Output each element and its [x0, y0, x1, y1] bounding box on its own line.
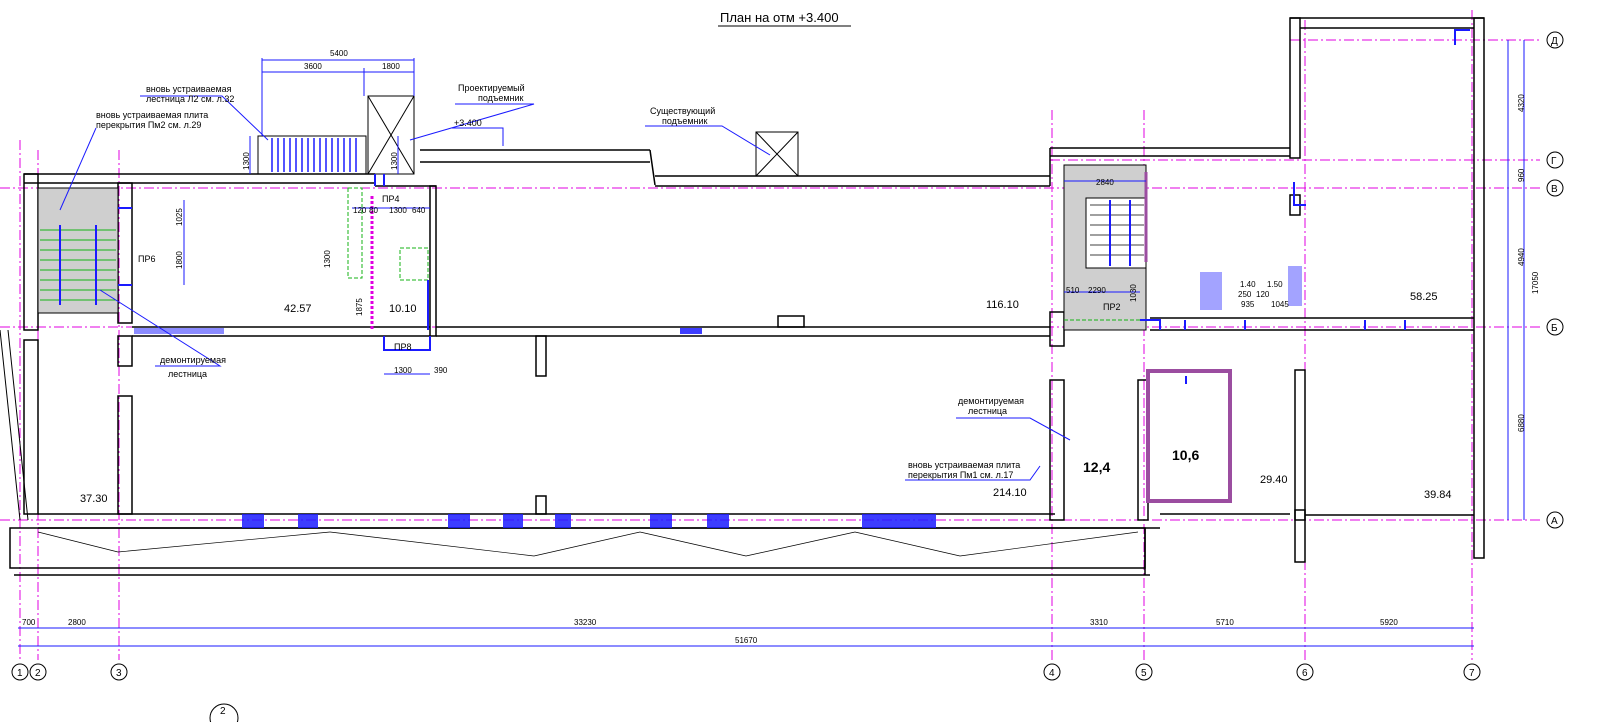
dim-top-4: 1300	[390, 152, 399, 170]
dimension-lines	[18, 40, 1525, 647]
dimension-values: 5400 3600 1800 1300 1300 1025 1800 1300 …	[22, 49, 1540, 645]
dim-misc-8: 1300	[394, 366, 412, 375]
axis-marker-2: 2	[35, 668, 41, 679]
note-lift-new-line1: Проектируемый	[458, 83, 525, 93]
grid-axes	[0, 10, 1540, 660]
opening-pr6: ПР6	[138, 254, 155, 264]
right-stair	[1063, 164, 1147, 331]
dim-bottom-3: 3310	[1090, 618, 1108, 627]
dim-misc-4: 120	[353, 206, 367, 215]
annotation-leaders	[59, 95, 1071, 481]
note-demolish-right-line2: лестница	[968, 406, 1007, 416]
axis-marker-4: 4	[1049, 668, 1055, 679]
dim-misc-7: 640	[412, 206, 426, 215]
room-area-3: 116.10	[986, 299, 1019, 311]
level-mark: +3.400	[454, 118, 482, 128]
opening-pr4: ПР4	[382, 194, 399, 204]
blue-structure-elements	[118, 29, 1470, 384]
axis-marker-7: 7	[1469, 668, 1475, 679]
note-slab-pm1-line2: перекрытия Пм1 см. л.17	[908, 470, 1013, 480]
axis-marker-1: 1	[17, 668, 23, 679]
note-slab-pm1-line1: вновь устраиваемая плита	[908, 460, 1020, 470]
note-lift-existing-line1: Существующий	[650, 106, 715, 116]
dim-misc-2: 1300	[323, 250, 332, 268]
room-area-2: 10.10	[389, 303, 417, 315]
dim-right-2: 4940	[1517, 248, 1526, 266]
dim-misc-18: 935	[1241, 300, 1255, 309]
openings-dashed	[347, 187, 1140, 321]
dim-misc-10: 2840	[1096, 178, 1114, 187]
dim-misc-14: 1.40	[1240, 280, 1256, 289]
axis-markers-right: Д Г В Б А	[1546, 31, 1564, 529]
note-demolish-left-line2: лестница	[168, 369, 207, 379]
room-area-1: 42.57	[284, 303, 312, 315]
note-demolish-left-line1: демонтируемая	[160, 355, 226, 365]
note-lift-existing-line2: подъемник	[662, 116, 708, 126]
dim-top-3: 1300	[242, 152, 251, 170]
existing-lift-symbol	[755, 131, 799, 177]
dim-top-0: 5400	[330, 49, 348, 58]
dim-right-0: 4320	[1517, 94, 1526, 112]
dim-misc-9: 390	[434, 366, 448, 375]
room-area-8: 39.84	[1424, 489, 1452, 501]
dim-misc-1: 1800	[175, 251, 184, 269]
dim-misc-12: 2290	[1088, 286, 1106, 295]
axis-marker-b: Б	[1551, 323, 1558, 334]
annotations: вновь устраиваемая лестница Л2 см. л.32 …	[96, 83, 1120, 480]
dim-misc-0: 1025	[175, 208, 184, 226]
note-demolish-right-line1: демонтируемая	[958, 396, 1024, 406]
dim-top-2: 1800	[382, 62, 400, 71]
axis-marker-g: Г	[1551, 156, 1557, 167]
dim-misc-17: 120	[1256, 290, 1270, 299]
highlighted-room-outline	[1146, 369, 1232, 503]
sheet-marker-number: 2	[220, 706, 226, 717]
room-area-6: 214.10	[993, 487, 1027, 499]
room-area-new-1: 12,4	[1083, 459, 1110, 475]
dim-right-3: 6880	[1517, 414, 1526, 432]
dim-misc-11: 510	[1066, 286, 1080, 295]
axis-marker-d: Д	[1551, 36, 1558, 47]
left-stair	[37, 187, 119, 314]
note-stair-l2-line1: вновь устраиваемая	[146, 84, 232, 94]
note-lift-new-line2: подъемник	[478, 93, 524, 103]
room-area-4: 58.25	[1410, 291, 1438, 303]
dim-bottom-2: 33230	[574, 618, 597, 627]
dim-bottom-0: 700	[22, 618, 36, 627]
note-stair-l2-line2: лестница Л2 см. л.32	[146, 94, 234, 104]
axis-markers-bottom: 1 2 3 4 5 6 7	[11, 663, 1481, 681]
dim-bottom-4: 5710	[1216, 618, 1234, 627]
note-slab-pm2-line1: вновь устраиваемая плита	[96, 110, 208, 120]
wall-windows	[134, 328, 936, 528]
axis-marker-5: 5	[1141, 668, 1147, 679]
opening-pr8: ПР8	[394, 342, 411, 352]
axis-marker-a: А	[1551, 516, 1558, 527]
room-area-5: 37.30	[80, 493, 108, 505]
dim-misc-5: 80	[369, 206, 378, 215]
new-stair-l2	[257, 95, 415, 175]
sheet-marker: 2	[209, 703, 239, 722]
axis-marker-v: В	[1551, 184, 1558, 195]
axis-marker-6: 6	[1302, 668, 1308, 679]
dim-misc-6: 1300	[389, 206, 407, 215]
dim-misc-3: 1875	[355, 298, 364, 316]
dim-bottom-total: 51670	[735, 636, 758, 645]
note-slab-pm2-line2: перекрытия Пм2 см. л.29	[96, 120, 201, 130]
dim-misc-13: 1030	[1129, 284, 1138, 302]
dim-right-total: 17050	[1531, 271, 1540, 294]
axis-marker-3: 3	[116, 668, 122, 679]
room-areas: 42.57 10.10 116.10 58.25 37.30 214.10 29…	[80, 291, 1452, 505]
opening-pr2: ПР2	[1103, 302, 1120, 312]
dim-misc-15: 1.50	[1267, 280, 1283, 289]
dim-bottom-1: 2800	[68, 618, 86, 627]
dim-bottom-5: 5920	[1380, 618, 1398, 627]
room-area-new-2: 10,6	[1172, 447, 1199, 463]
dim-misc-16: 250	[1238, 290, 1252, 299]
dim-top-1: 3600	[304, 62, 322, 71]
dim-misc-19: 1045	[1271, 300, 1289, 309]
room-area-7: 29.40	[1260, 474, 1288, 486]
dim-right-1: 960	[1517, 168, 1526, 182]
plan-title: План на отм +3.400	[720, 10, 839, 25]
